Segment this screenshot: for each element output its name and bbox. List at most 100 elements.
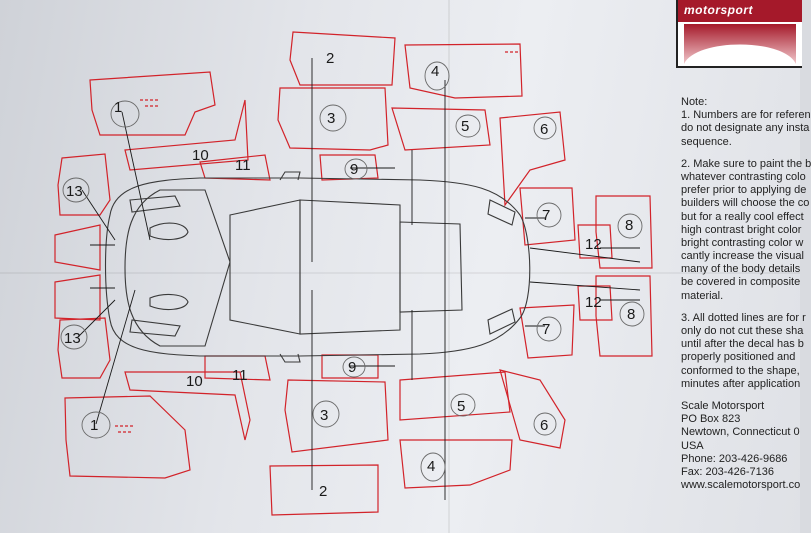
leader-13-bottom [77, 299, 116, 338]
decal-outline-2-bottom [269, 464, 379, 516]
leader-12-top [529, 247, 641, 263]
decal-outline-12-bottom [577, 285, 613, 321]
car-mirrors [279, 171, 301, 363]
notes-heading: Note: [681, 96, 708, 108]
contact-company: Scale Motorsport [681, 399, 765, 412]
contact-po-box: PO Box 823 [681, 413, 741, 426]
part-number-12-top: 12 [585, 236, 602, 253]
circle-7-bottom [536, 316, 562, 342]
part-number-10-top: 10 [192, 147, 209, 164]
decal-outline-8-bottom [595, 275, 653, 357]
note-1-line-3: sequence. [681, 135, 732, 148]
circle-1-bottom [81, 411, 111, 439]
part-number-12-bottom: 12 [585, 294, 602, 311]
leader-1-bottom [95, 289, 136, 425]
decal-outline-2-top [289, 31, 396, 86]
part-number-6-bottom: 6 [540, 417, 548, 434]
circle-9-top [344, 158, 368, 180]
part-number-13-bottom: 13 [64, 330, 81, 347]
decal-outline-3-bottom [284, 379, 389, 453]
decal-outline-13-bottom [57, 317, 111, 379]
car-headlight-top [129, 195, 181, 213]
part-number-2-top: 2 [326, 50, 334, 67]
contact-fax: Fax: 203-426-7136 [681, 465, 774, 478]
note-2-line-6: high contrast bright color [681, 223, 802, 236]
scale-motorsport-logo: motorsport [676, 0, 802, 68]
car-headlight-bottom [129, 319, 181, 337]
circle-7-top [536, 202, 562, 228]
decal-outline-10-bottom [124, 371, 251, 441]
note-3-line-4: properly positioned and [681, 351, 796, 364]
part-number-10-bottom: 10 [186, 373, 203, 390]
car-taillight-top [487, 199, 516, 226]
part-number-7-bottom: 7 [542, 321, 550, 338]
contact-phone: Phone: 203-426-9686 [681, 452, 788, 465]
circle-3-top [319, 104, 347, 132]
car-rear-window [399, 221, 463, 313]
part-number-1-top: 1 [114, 99, 122, 116]
circle-13-top [62, 177, 90, 203]
decal-outline-13-side-b [54, 274, 101, 321]
decal-outline-13-top [57, 153, 111, 216]
notes-panel: Note: 1. Numbers are for referen do not … [681, 96, 811, 533]
dotted-guide-1-bottom [115, 425, 133, 433]
car-windshield [229, 199, 301, 335]
part-number-4-bottom: 4 [427, 458, 435, 475]
fold-crease-vertical [448, 0, 450, 533]
circle-5-bottom [450, 393, 476, 417]
decal-outline-11-top [199, 154, 271, 181]
note-2-line-11: material. [681, 289, 724, 302]
logo-emblem-arc [684, 24, 796, 64]
circle-1-top [110, 100, 140, 128]
decal-outlines [54, 31, 653, 516]
decal-outline-6-top [499, 111, 566, 207]
note-2-line-10: be covered in composite [681, 276, 801, 289]
decal-layout-diagram: 1 1 2 2 3 3 4 4 5 5 6 6 7 7 8 8 9 9 10 1… [54, 31, 653, 516]
part-number-7-top: 7 [542, 207, 550, 224]
circle-4-top [424, 61, 450, 91]
note-2-line-3: prefer prior to applying de [681, 184, 807, 197]
logo-red-band: motorsport [678, 0, 802, 22]
car-body-outline [104, 171, 531, 363]
decal-outline-9-top [319, 154, 379, 181]
part-number-13-top: 13 [66, 183, 83, 200]
dotted-guide-1-top [140, 99, 159, 107]
leader-12-bottom [529, 281, 641, 291]
decal-outline-3-top [277, 87, 389, 151]
circle-9-bottom [342, 356, 366, 378]
note-2-line-8: cantly increase the visual [681, 250, 804, 263]
note-3-line-1: 3. All dotted lines are for r [681, 311, 806, 324]
note-1-line-2: do not designate any insta [681, 122, 810, 135]
decal-outline-13-side-a [54, 224, 101, 271]
part-number-6-top: 6 [540, 121, 548, 138]
decal-outline-1-top [89, 71, 216, 136]
circle-8-bottom [619, 301, 645, 327]
part-number-9-top: 9 [350, 161, 358, 178]
part-number-2-bottom: 2 [319, 483, 327, 500]
leader-lines [77, 58, 641, 500]
part-number-11-bottom: 11 [232, 367, 248, 384]
note-3-line-6: minutes after application [681, 377, 801, 390]
contact-city: Newtown, Connecticut 0 [681, 426, 800, 439]
part-number-9-bottom: 9 [348, 359, 356, 376]
decal-outline-7-top [519, 187, 576, 246]
note-3-line-2: only do not cut these sha [681, 325, 804, 337]
note-3-line-3: until after the decal has b [681, 338, 804, 351]
part-number-8-top: 8 [625, 217, 633, 234]
circle-6-bottom [533, 412, 557, 436]
circle-5-top [455, 114, 481, 138]
logo-wordmark: motorsport [684, 3, 753, 17]
decal-outline-5-bottom [399, 371, 511, 421]
note-2-line-2: whatever contrasting colo [681, 170, 806, 183]
leader-1-top [121, 111, 151, 241]
decal-outline-4-top [404, 43, 523, 99]
contact-website: www.scalemotorsport.co [681, 479, 801, 492]
part-number-5-bottom: 5 [457, 398, 465, 415]
note-2-line-7: bright contrasting color w [681, 236, 804, 249]
decal-outline-8-top [595, 195, 653, 269]
car-body-shell [104, 177, 531, 357]
car-vent-top [149, 222, 189, 241]
part-number-3-top: 3 [327, 110, 335, 127]
part-number-5-top: 5 [461, 118, 469, 135]
